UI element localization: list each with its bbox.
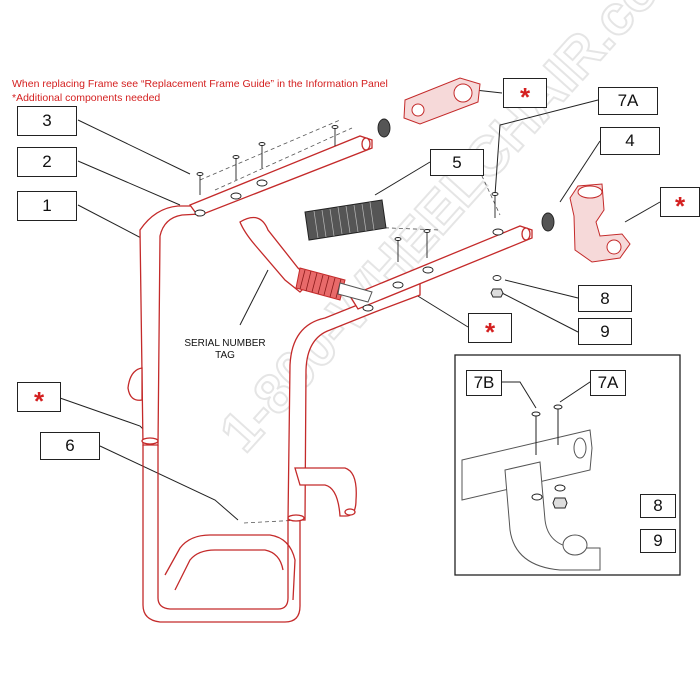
leader-6 bbox=[99, 445, 239, 521]
inset-callout-9: 9 bbox=[640, 529, 676, 553]
bushings bbox=[377, 118, 555, 232]
leader-3 bbox=[77, 119, 191, 175]
note-additional-components: *Additional components needed bbox=[12, 92, 161, 104]
note-replacement-frame: When replacing Frame see “Replacement Fr… bbox=[12, 78, 388, 90]
callout-star-right: * bbox=[660, 187, 700, 219]
callout-star-mid: * bbox=[468, 313, 512, 345]
callout-1: 1 bbox=[17, 191, 77, 221]
callout-3: 3 bbox=[17, 106, 77, 136]
callout-star-left: * bbox=[17, 382, 61, 414]
frame-right-arch bbox=[287, 281, 421, 521]
washer-group-lower bbox=[362, 228, 504, 312]
callout-star-top: * bbox=[503, 78, 547, 110]
inset-callout-8: 8 bbox=[640, 494, 676, 518]
screw-group-7A bbox=[394, 192, 499, 262]
inset-bracket bbox=[504, 461, 601, 571]
inset-callout-7B: 7B bbox=[466, 370, 502, 396]
tube-end-right bbox=[287, 514, 305, 522]
leader-8 bbox=[504, 279, 579, 299]
fasteners bbox=[194, 125, 504, 312]
leader-star-right bbox=[624, 201, 661, 223]
frame-left-upright bbox=[139, 205, 201, 446]
screw-group-3 bbox=[196, 125, 339, 195]
serial-number-tag-label: SERIAL NUMBER TAG bbox=[175, 338, 275, 362]
leader-serial bbox=[239, 269, 269, 326]
part-5-plate bbox=[304, 199, 387, 241]
leader-7A bbox=[494, 99, 599, 196]
callout-5: 5 bbox=[430, 149, 484, 176]
clamp-right bbox=[569, 183, 631, 263]
tube-end-hanger bbox=[344, 508, 356, 516]
clamp-top bbox=[403, 77, 481, 125]
leader-4 bbox=[559, 140, 601, 203]
leader-5 bbox=[374, 161, 431, 196]
main-frame bbox=[127, 135, 533, 623]
bushing-right bbox=[541, 212, 555, 232]
callout-8: 8 bbox=[578, 285, 632, 312]
serial-tag-line1: SERIAL NUMBER bbox=[184, 338, 266, 349]
frame-upper-rail bbox=[188, 135, 373, 217]
callout-6: 6 bbox=[40, 432, 100, 460]
frame-lower-cross bbox=[164, 534, 296, 601]
leader-star-left bbox=[59, 397, 151, 437]
frame-lower-loop bbox=[142, 445, 301, 623]
frame-left-clip bbox=[127, 367, 143, 401]
callout-4: 4 bbox=[600, 127, 660, 155]
tube-end-upper-rail bbox=[361, 137, 371, 151]
callout-2: 2 bbox=[17, 147, 77, 177]
leader-9 bbox=[499, 291, 579, 333]
frame-lower-rail bbox=[349, 225, 533, 310]
washer-group-2 bbox=[194, 179, 268, 217]
callout-7A: 7A bbox=[598, 87, 658, 115]
bushing-top bbox=[377, 118, 391, 138]
inset-callout-7A: 7A bbox=[590, 370, 626, 396]
tube-end-lower-rail bbox=[521, 227, 531, 241]
callout-9: 9 bbox=[578, 318, 632, 345]
tube-end-left bbox=[141, 437, 159, 445]
leader-2 bbox=[77, 160, 181, 206]
serial-tag-line2: TAG bbox=[215, 350, 235, 361]
spring-coil bbox=[295, 267, 373, 303]
